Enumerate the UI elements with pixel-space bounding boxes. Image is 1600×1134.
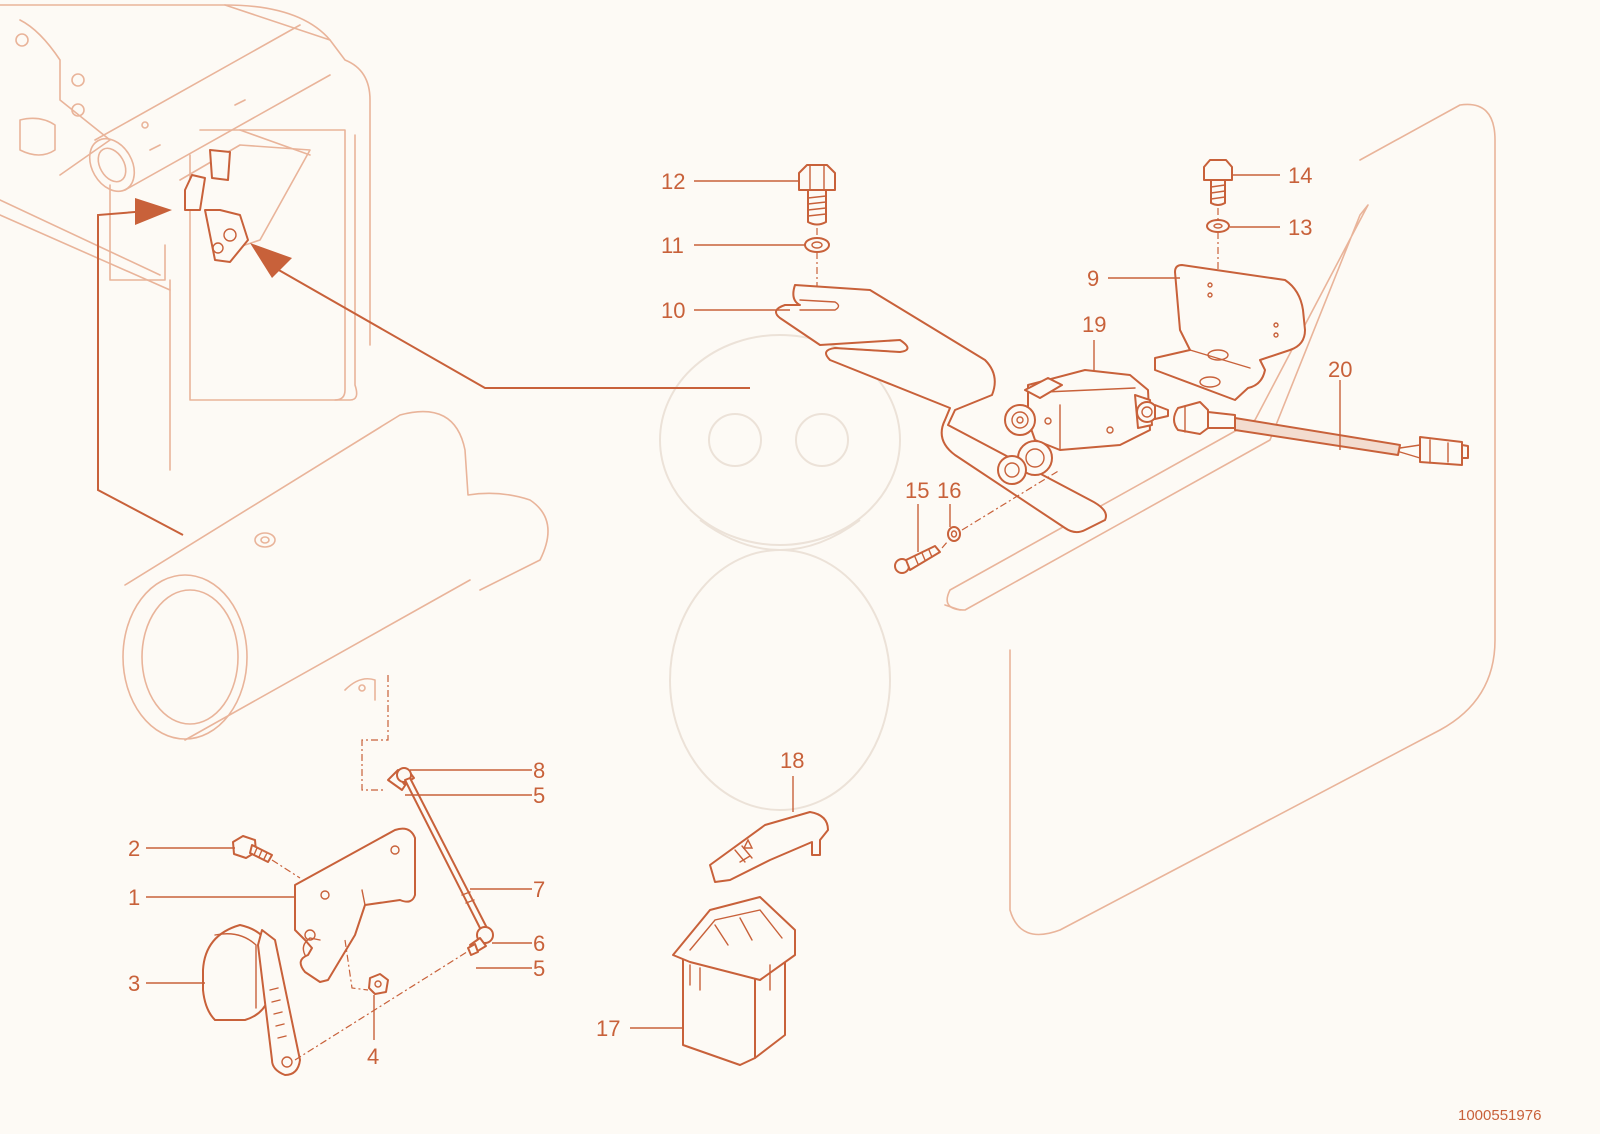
part-16-washer: [947, 526, 961, 542]
axis-8: [361, 675, 389, 791]
callout-5-bottom: 5: [533, 956, 545, 981]
part-19-actuator: [997, 369, 1169, 485]
part-17-switch: [672, 896, 796, 1066]
axis-2: [271, 859, 301, 879]
callout-12: 12: [661, 169, 685, 194]
document-number: 1000551976: [1458, 1107, 1541, 1124]
callout-13: 13: [1288, 215, 1312, 240]
callout-19: 19: [1082, 312, 1106, 337]
callout-labels: 12 11 10 14 13 9 19 20 15 16 18 17 8 5 7…: [128, 163, 1352, 1069]
leader-lines: [146, 174, 1341, 1040]
part-2-bolt: [232, 835, 273, 863]
callout-10: 10: [661, 298, 685, 323]
part-15-screw: [894, 545, 941, 574]
callout-4: 4: [367, 1044, 379, 1069]
part-4-screw: [368, 973, 389, 995]
callout-15: 15: [905, 478, 929, 503]
callout-6: 6: [533, 931, 545, 956]
part-18-switch-cover: [709, 811, 829, 883]
watermark: [659, 334, 901, 811]
part-14-bolt: [1203, 159, 1233, 206]
part-13-washer: [1206, 219, 1230, 233]
callout-17: 17: [596, 1016, 620, 1041]
part-9-angle-bracket: [1154, 264, 1306, 401]
callout-18: 18: [780, 748, 804, 773]
callout-14: 14: [1288, 163, 1312, 188]
machine-frame: [0, 4, 1496, 936]
callout-2: 2: [128, 836, 140, 861]
part-3-height-sensor: [202, 924, 301, 1076]
callout-11: 11: [661, 233, 684, 258]
callout-8: 8: [533, 758, 545, 783]
callout-1: 1: [128, 885, 140, 910]
axis-4: [344, 939, 369, 991]
part-20-cable: [1173, 401, 1469, 466]
callout-16: 16: [937, 478, 961, 503]
callout-5-top: 5: [533, 783, 545, 808]
callout-9: 9: [1087, 266, 1099, 291]
axis-3: [294, 949, 471, 1061]
callout-20: 20: [1328, 357, 1352, 382]
part-11-washer: [804, 237, 830, 253]
part-7-link-rod: [387, 767, 494, 956]
callout-3: 3: [128, 971, 140, 996]
part-12-bolt: [798, 164, 836, 226]
callout-7: 7: [533, 877, 545, 902]
axis-15: [941, 469, 1061, 549]
location-arrows: [97, 198, 750, 536]
part-1-mounting-bracket: [294, 827, 416, 983]
